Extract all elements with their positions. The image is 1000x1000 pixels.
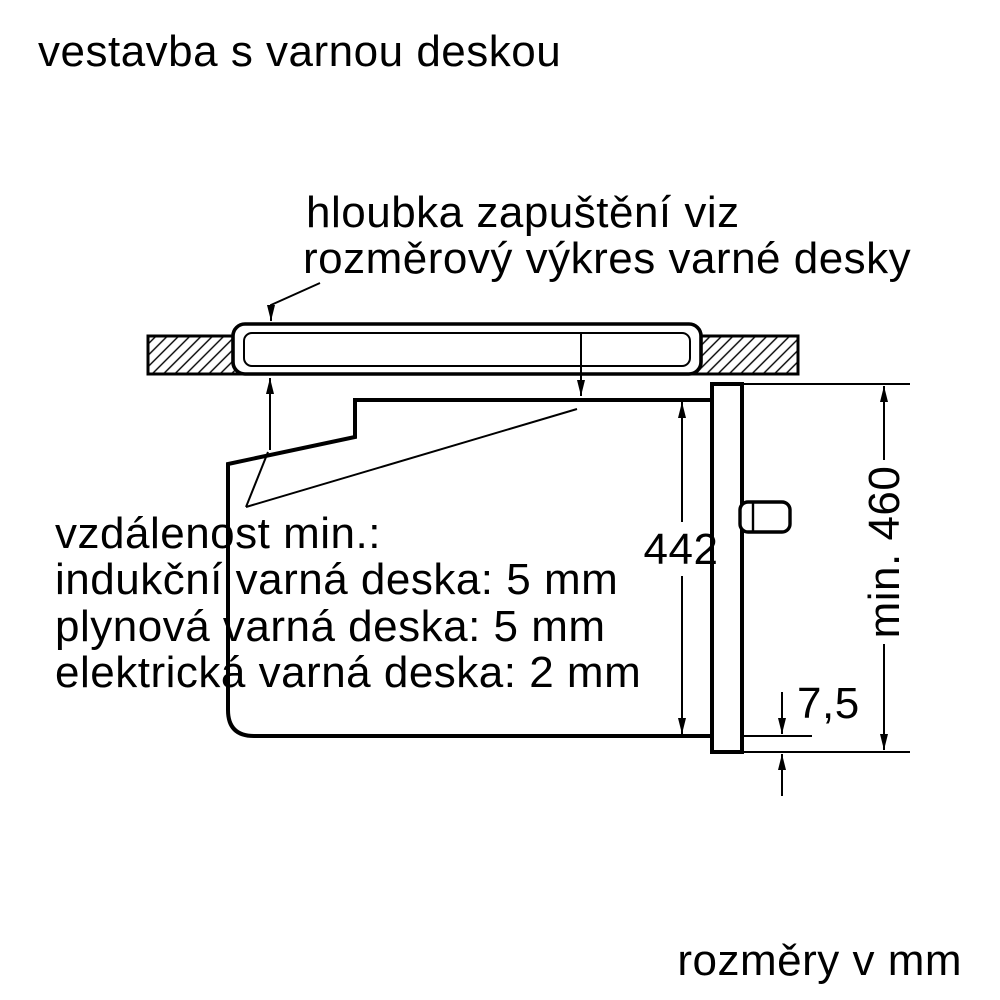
oven-body-outline	[226, 398, 714, 738]
distance-note-line-4: elektrická varná deska: 2 mm	[55, 648, 641, 697]
page-title: vestavba s varnou deskou	[38, 27, 561, 76]
units-note: rozměry v mm	[677, 936, 962, 985]
depth-note-leader	[267, 282, 321, 321]
distance-note-line-2: indukční varná deska: 5 mm	[55, 555, 618, 604]
diagram-line-work	[146, 282, 910, 796]
depth-note-line-1: hloubka zapuštění viz	[306, 188, 740, 237]
distance-note-line-1: vzdálenost min.:	[55, 509, 381, 558]
dimension-7-5-label: 7,5	[797, 679, 860, 728]
depth-note-line-2: rozměrový výkres varné desky	[303, 234, 911, 283]
oven-front-frame	[710, 382, 744, 754]
control-knob	[738, 500, 792, 534]
distance-note-line-3: plynová varná deska: 5 mm	[55, 602, 606, 651]
dimension-min-460-label: min. 460	[860, 466, 909, 639]
distance-note-leader-left	[245, 451, 269, 508]
worktop-right-section	[686, 334, 800, 376]
hob-inner-profile	[243, 332, 691, 367]
hob-outer-profile	[231, 322, 703, 376]
dimension-442-label: 442	[644, 525, 719, 574]
distance-note-leader-right	[245, 408, 578, 508]
diagram-labels: vestavba s varnou deskou hloubka zapuště…	[38, 27, 962, 985]
